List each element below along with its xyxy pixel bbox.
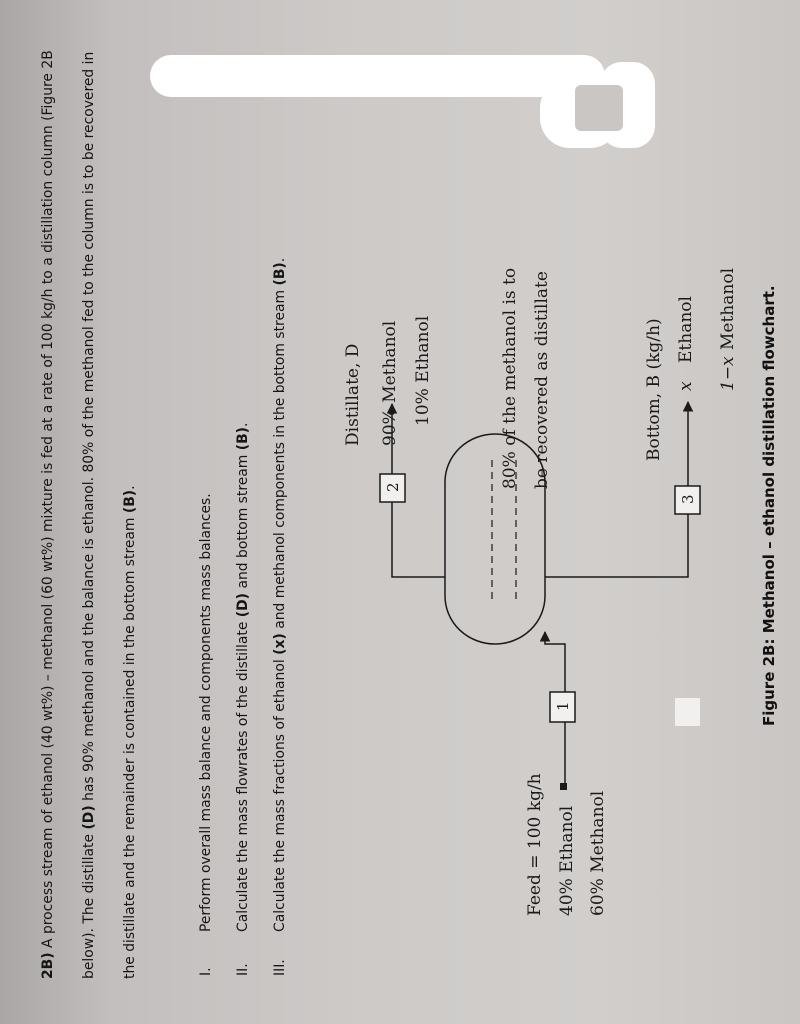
distillate-label: Distillate, D	[343, 344, 363, 446]
stream-box-3	[675, 698, 700, 726]
redaction-scribble	[575, 85, 623, 131]
bottom-riser	[545, 400, 694, 578]
bottom-one-minus-x: 1−x	[718, 356, 738, 391]
bottom-x: x	[676, 381, 696, 391]
stream-number-3: 3	[679, 494, 697, 504]
feed-methanol: 60% Methanol	[588, 791, 608, 916]
distillation-column	[444, 433, 546, 645]
bottom-label: Bottom, B (kg/h)	[644, 318, 664, 461]
distillate-methanol: 90% Methanol	[380, 321, 400, 446]
stream-box-2	[379, 473, 406, 503]
recovery-note-line2: be recovered as distillate	[532, 271, 552, 489]
stream-number-2: 2	[384, 482, 402, 492]
stream-box-1	[549, 691, 576, 723]
figure-caption: Figure 2B: Methanol – ethanol distillati…	[760, 285, 778, 726]
bottom-methanol: Methanol	[718, 268, 738, 350]
distillate-stream-line	[386, 402, 400, 578]
stream-number-1: 1	[554, 701, 572, 711]
distillate-ethanol: 10% Ethanol	[413, 316, 433, 426]
feed-label: Feed = 100 kg/h	[525, 773, 545, 916]
recovery-note-line1: 80% of the methanol is to	[500, 268, 520, 489]
redaction-scribble	[150, 55, 605, 97]
bottom-ethanol: Ethanol	[676, 296, 696, 363]
stream-box-3-frame	[674, 485, 701, 515]
feed-ethanol: 40% Ethanol	[557, 806, 577, 916]
feed-source-square	[560, 783, 567, 790]
